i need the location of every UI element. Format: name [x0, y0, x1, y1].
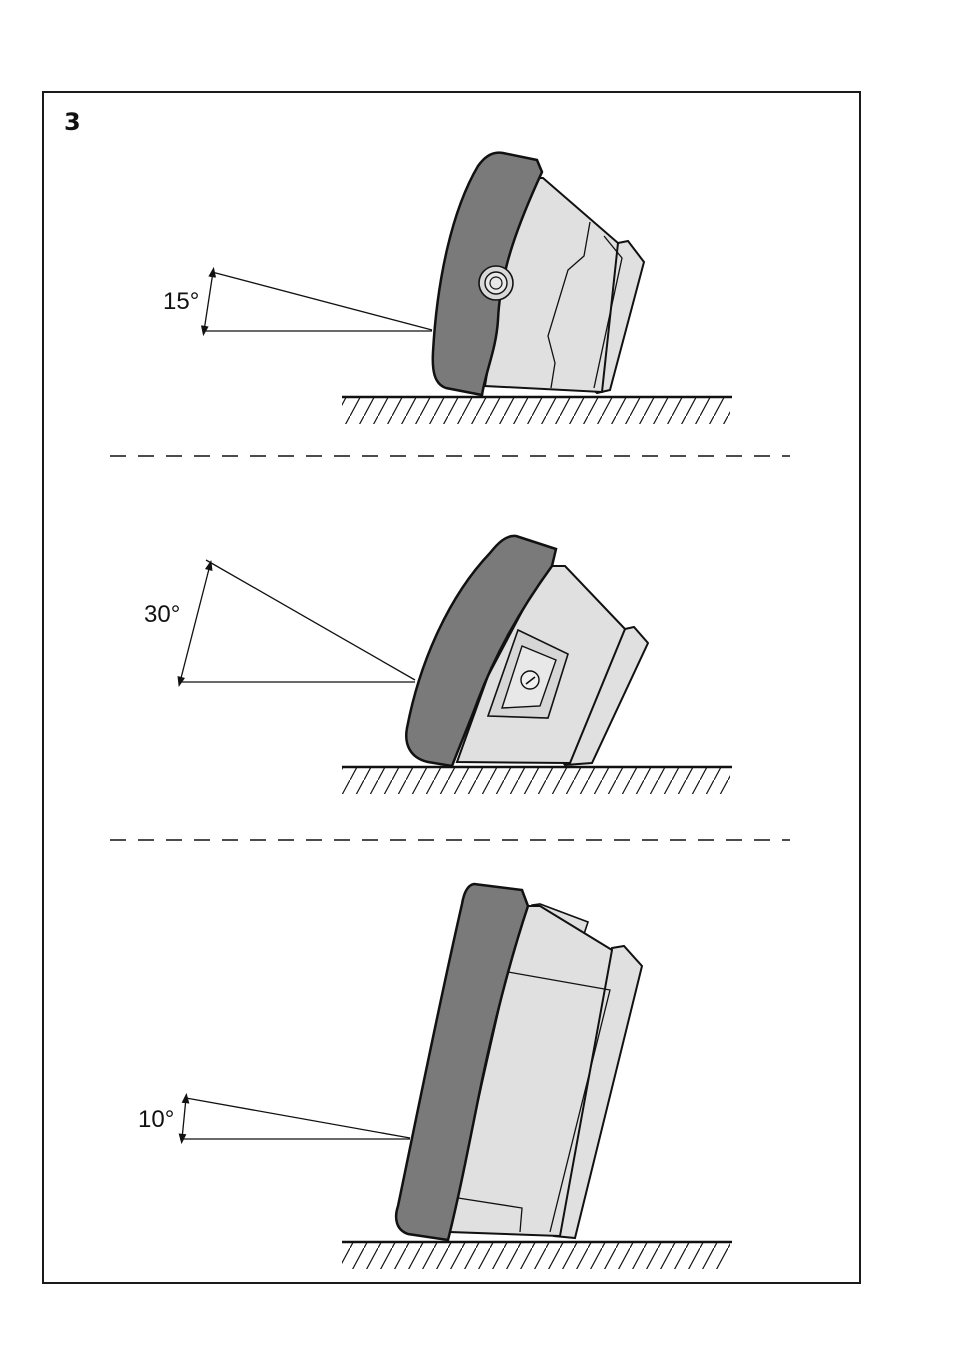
angle-indicator: [204, 272, 432, 331]
lamp-device: [396, 884, 642, 1240]
ground: [342, 397, 732, 424]
lamp-device: [406, 536, 648, 766]
lamp-device: [433, 153, 644, 395]
panel-tilt-10: [180, 884, 732, 1269]
angle-indicator: [180, 1098, 410, 1139]
ground: [342, 1242, 732, 1269]
knob-icon: [479, 266, 513, 300]
panel-tilt-15: [204, 153, 732, 424]
ground: [342, 767, 732, 794]
angle-indicator: [180, 560, 415, 682]
panel-tilt-30: [180, 536, 732, 794]
